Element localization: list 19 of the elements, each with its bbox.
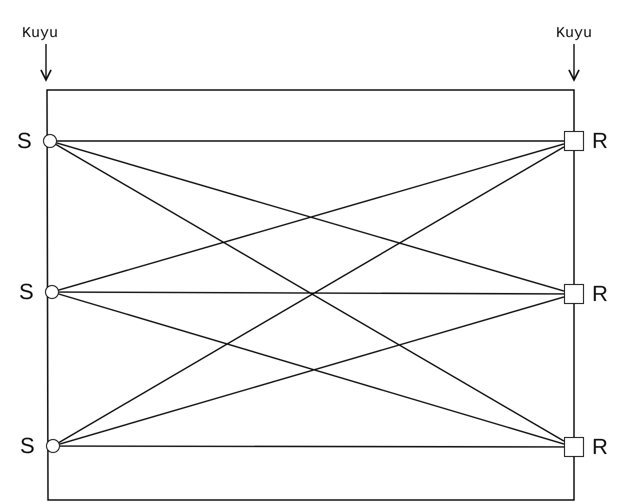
source-circle — [43, 134, 57, 148]
source-label: S — [19, 280, 34, 304]
ray-path — [57, 140, 564, 142]
receiver-square — [564, 437, 584, 457]
source-circle — [45, 285, 59, 299]
well-label: Kuyu — [22, 26, 58, 42]
leader-arrow — [568, 44, 580, 81]
source-label: S — [20, 434, 35, 458]
receiver-label: R — [592, 129, 608, 153]
receiver-square — [564, 284, 584, 304]
receiver-label: R — [592, 282, 608, 306]
receiver-square — [564, 131, 584, 151]
well-label: Kuyu — [556, 26, 592, 42]
receiver-label: R — [592, 435, 608, 459]
ray-path — [59, 291, 564, 295]
ray-path — [60, 445, 564, 448]
source-circle — [46, 439, 60, 453]
source-label: S — [17, 129, 32, 153]
leader-arrow — [40, 44, 52, 81]
